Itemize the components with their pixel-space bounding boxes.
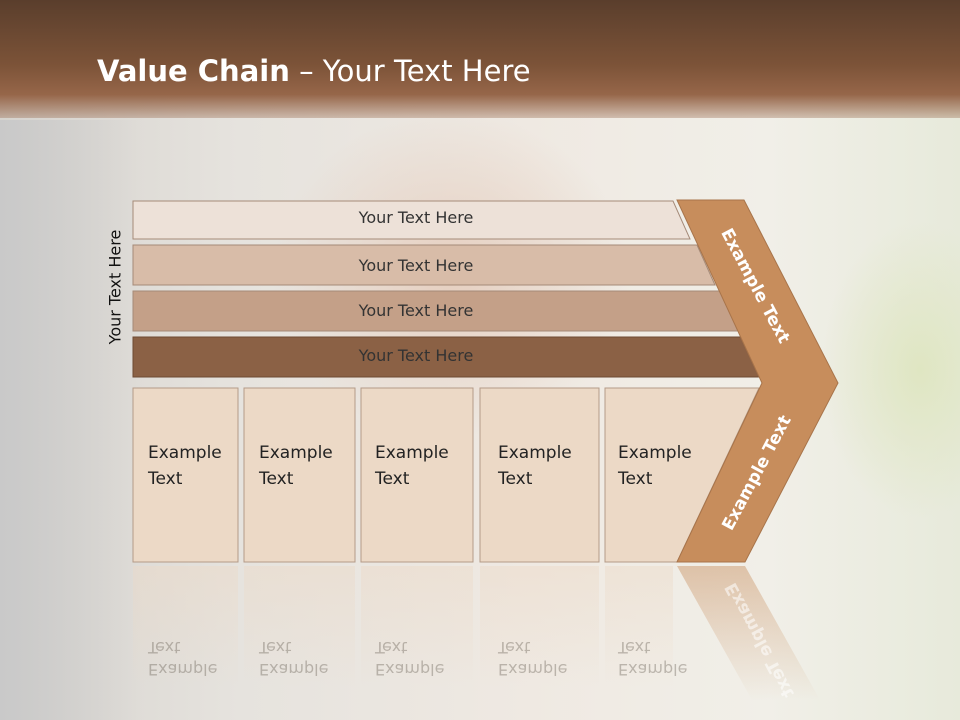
title-banner [0, 0, 960, 118]
box-3-reflection [361, 566, 473, 686]
slide-title: Value Chain – Your Text Here [97, 54, 531, 88]
bar-1 [132, 200, 691, 240]
bar-4-label: Your Text Here [358, 346, 474, 365]
box-2 [243, 387, 356, 563]
box-3 [360, 387, 474, 563]
chevron-reflection [677, 566, 820, 700]
bar-1-label: Your Text Here [358, 208, 474, 227]
box-5-reflection [605, 566, 673, 686]
bar-3-label: Your Text Here [358, 301, 474, 320]
box-2-reflection [244, 566, 355, 686]
bar-2 [132, 244, 716, 286]
box-4 [479, 387, 600, 563]
bar-2-label: Your Text Here [358, 256, 474, 275]
title-rest: – Your Text Here [289, 54, 531, 88]
box-4-reflection [480, 566, 599, 686]
box-1 [132, 387, 239, 563]
title-bold: Value Chain [97, 54, 290, 88]
margin-chevron [676, 199, 839, 563]
box-1-reflection [133, 566, 238, 686]
